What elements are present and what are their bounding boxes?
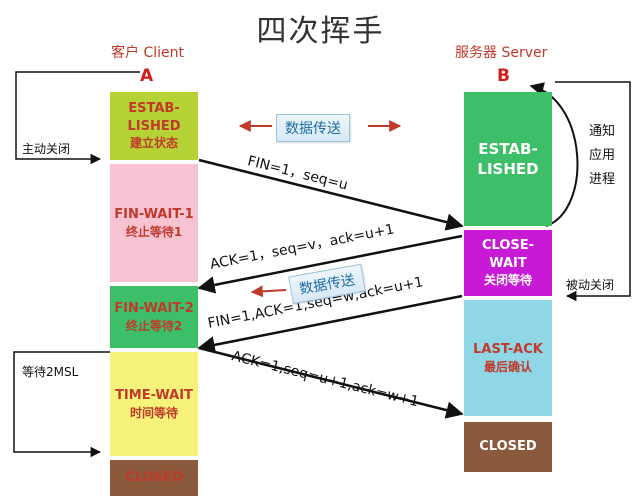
state-desc: 终止等待2 [125,318,183,333]
state-name: LAST-ACK [473,342,543,358]
fin-arrow [198,158,464,231]
wait-2msl-note: 等待2MSL [22,365,79,379]
state-desc: 时间等待 [129,405,178,420]
state-name: CLOSED [125,470,183,486]
state-desc: 最后确认 [483,359,532,374]
client-letter: A [140,66,154,86]
server-state-closed: CLOSED [464,422,552,472]
client-state-fin-wait-2: FIN-WAIT-2 终止等待2 [110,286,198,348]
active-close-bracket [15,71,140,165]
data-transfer-box: 数据传送 [276,114,350,142]
fin-ack-arrow [197,294,463,354]
state-desc: 关闭等待 [483,273,532,288]
client-label: 客户 Client [111,45,184,61]
server-state-last-ack: LAST-ACK 最后确认 [464,300,552,416]
server-state-close-wait: CLOSE-WAIT 关闭等待 [464,230,552,296]
state-name: TIME-WAIT [115,388,193,404]
state-name: CLOSE-WAIT [481,238,535,271]
server-state-established: ESTAB- LISHED [464,92,552,226]
server-letter: B [497,66,510,86]
state-desc: 终止等待1 [125,224,183,239]
notify-app-note: 通知 应用 进程 [588,124,615,187]
ack-arrow [197,234,463,294]
client-state-closed: CLOSED [110,460,198,496]
state-name: FIN-WAIT-1 [114,207,194,223]
client-state-time-wait: TIME-WAIT 时间等待 [110,352,198,456]
state-desc: 建立状态 [129,136,178,151]
state-name: CLOSED [479,439,537,455]
data-arrow-left-2 [250,285,287,298]
client-state-fin-wait-1: FIN-WAIT-1 终止等待1 [110,164,198,282]
passive-close-bracket [555,81,631,302]
state-name: ESTAB- LISHED [127,101,181,134]
active-close-note: 主动关闭 [22,142,71,156]
state-name: FIN-WAIT-2 [114,301,194,317]
page-title: 四次挥手 [256,14,385,49]
final-ack-arrow [198,346,464,419]
wait-2msl-bracket [13,351,110,458]
server-label: 服务器 Server [455,45,548,61]
passive-close-note: 被动关闭 [566,278,615,292]
state-name: ESTAB- LISHED [477,139,539,178]
client-state-established: ESTAB- LISHED 建立状态 [110,92,198,160]
